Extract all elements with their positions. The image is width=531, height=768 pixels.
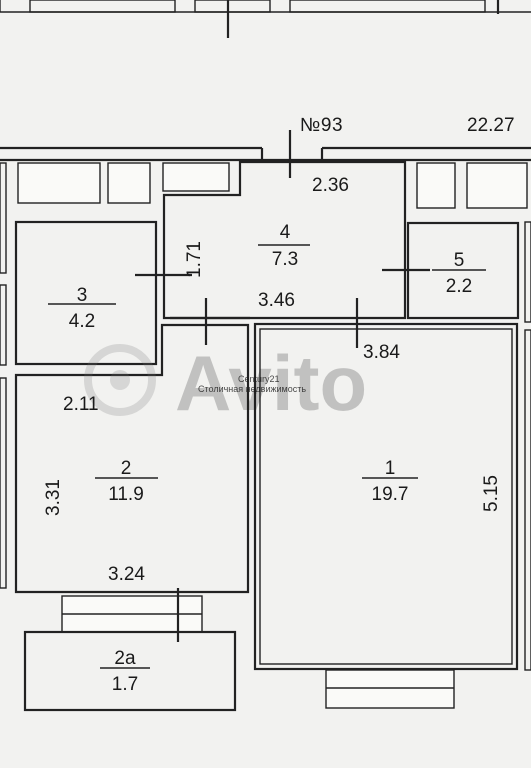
watermark-line1: Century21 (238, 374, 280, 384)
dimension-2-36: 2.36 (312, 175, 349, 196)
room-5-number: 5 (454, 250, 465, 271)
room-2-number: 2 (121, 458, 132, 479)
balcony-frame (61, 588, 203, 642)
room-2a-area: 1.7 (112, 674, 138, 695)
total-area: 22.27 (467, 115, 515, 136)
room-5 (406, 221, 520, 320)
watermark: Avito (84, 339, 367, 427)
room-2-area: 11.9 (108, 484, 144, 505)
room-2a-number: 2a (114, 648, 136, 669)
room-2a (23, 630, 237, 712)
watermark-line2: Столичная недвижимость (198, 384, 306, 394)
dimension-3-24: 3.24 (108, 564, 145, 585)
room-3-number: 3 (77, 285, 88, 306)
room-1-number: 1 (385, 458, 396, 479)
dimension-3-31: 3.31 (43, 479, 64, 516)
dimension-5-15: 5.15 (481, 475, 502, 512)
room-3-area: 4.2 (69, 311, 95, 332)
room-4 (135, 160, 430, 320)
room-4-area: 7.3 (272, 249, 298, 270)
outer-wall (0, 130, 531, 178)
room-1-area: 19.7 (372, 484, 409, 505)
room-1 (253, 298, 519, 709)
window-blocks (0, 162, 531, 671)
watermark-brand: Avito (175, 339, 367, 427)
room-4-number: 4 (280, 222, 291, 243)
dimension-3-46: 3.46 (258, 290, 295, 311)
top-walls (0, 0, 531, 38)
room-2 (14, 298, 250, 594)
apartment-number: №93 (300, 115, 343, 136)
room-5-area: 2.2 (446, 276, 472, 297)
dimension-2-11: 2.11 (63, 394, 99, 415)
dimension-3-84: 3.84 (363, 342, 400, 363)
dimension-1-71: 1.71 (184, 241, 205, 278)
room-3 (14, 220, 158, 366)
